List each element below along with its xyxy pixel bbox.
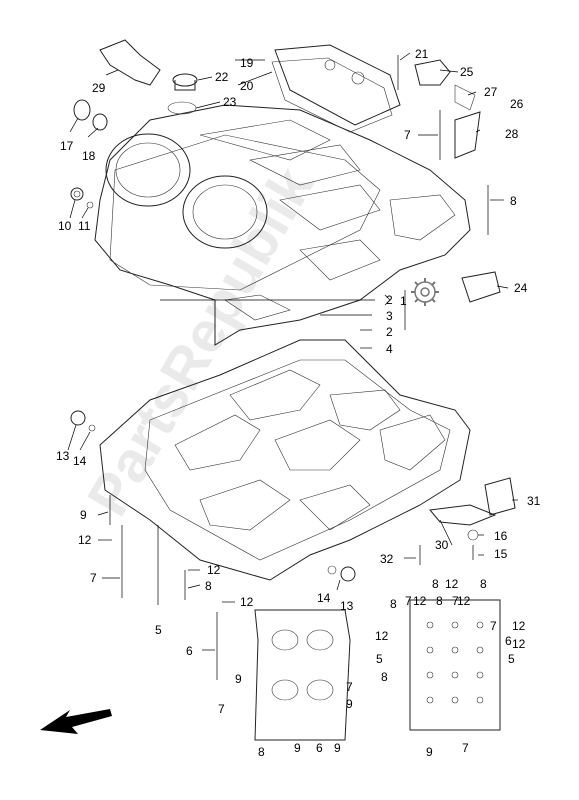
callout-31: 31 (527, 494, 541, 508)
callout-26: 26 (510, 97, 524, 111)
callout-9: 9 (80, 508, 87, 522)
callout-6: 6 (186, 644, 193, 658)
callout-13: 13 (56, 449, 70, 463)
callout-16: 16 (494, 529, 508, 543)
callout-5: 5 (508, 652, 515, 666)
callout-13: 13 (340, 599, 354, 613)
bracket-24 (461, 271, 501, 303)
gasket-27 (454, 84, 476, 111)
callout-2: 2 (386, 325, 393, 339)
washer-11 (86, 201, 94, 209)
callout-5: 5 (155, 623, 162, 637)
callout-12: 12 (207, 563, 221, 577)
callout-20: 20 (240, 79, 254, 93)
lower-crankcase (99, 339, 471, 581)
callout-9: 9 (346, 697, 353, 711)
callout-7: 7 (346, 680, 353, 694)
callout-3: 3 (386, 309, 393, 323)
callout-1: 1 (400, 294, 407, 308)
callout-12: 12 (445, 577, 459, 591)
callout-12: 12 (375, 629, 389, 643)
breather-cover-19 (274, 44, 401, 126)
callout-12: 12 (457, 594, 471, 608)
gear-icon (411, 278, 439, 306)
callout-2: 2 (386, 293, 393, 307)
callout-7: 7 (405, 594, 412, 608)
callout-30: 30 (435, 538, 449, 552)
plug-10 (70, 187, 84, 201)
callout-8: 8 (390, 597, 397, 611)
callout-6: 6 (505, 634, 512, 648)
callout-5: 5 (376, 652, 383, 666)
part-29 (99, 39, 161, 86)
washer-14-right (327, 565, 337, 575)
callout-8: 8 (258, 745, 265, 759)
callout-23: 23 (223, 95, 237, 109)
callout-4: 4 (386, 342, 393, 356)
callout-24: 24 (514, 281, 528, 295)
callout-27: 27 (484, 85, 498, 99)
bolt-pattern-diagram-right (409, 599, 501, 731)
callout-28: 28 (505, 127, 519, 141)
collar-16 (467, 529, 479, 541)
callout-10: 10 (58, 219, 72, 233)
upper-crankcase (94, 104, 471, 346)
callout-21: 21 (415, 47, 429, 61)
callout-8: 8 (205, 579, 212, 593)
callout-14: 14 (317, 591, 331, 605)
callout-8: 8 (436, 594, 443, 608)
callout-labels: 1 2 2 2 3 4 5 5 5 5 6 6 6 7 7 7 7 7 7 7 … (56, 47, 541, 759)
callout-7: 7 (490, 619, 497, 633)
callout-7: 7 (462, 741, 469, 755)
callout-11: 11 (78, 219, 91, 233)
callout-22: 22 (215, 70, 229, 84)
callout-18: 18 (82, 149, 96, 163)
callout-9: 9 (294, 741, 301, 755)
oil-filler-cap-22 (172, 73, 198, 91)
callout-9: 9 (334, 741, 341, 755)
callout-12: 12 (512, 637, 526, 651)
callout-14: 14 (73, 454, 87, 468)
bracket-28 (454, 111, 481, 159)
plug-13-right (340, 566, 356, 582)
callout-7: 7 (218, 702, 225, 716)
callout-6: 6 (316, 741, 323, 755)
callout-7: 7 (404, 128, 411, 142)
callout-19: 19 (240, 56, 254, 70)
callout-12: 12 (512, 619, 526, 633)
callout-12: 12 (78, 533, 92, 547)
callout-17: 17 (60, 139, 74, 153)
callout-29: 29 (92, 81, 106, 95)
callout-7: 7 (90, 571, 97, 585)
callout-8: 8 (432, 577, 439, 591)
callout-7: 7 (452, 594, 459, 608)
seal-18 (92, 113, 108, 131)
callout-9: 9 (426, 745, 433, 759)
leader-lines (67, 52, 518, 651)
washer-14-left (88, 424, 96, 432)
plug-13-left (70, 410, 86, 426)
seal-17 (73, 99, 91, 121)
callout-8: 8 (510, 194, 517, 208)
callout-15: 15 (494, 547, 508, 561)
callout-12: 12 (413, 594, 427, 608)
o-ring-23 (167, 101, 197, 115)
front-arrow-icon (40, 709, 112, 734)
stay-30 (429, 504, 497, 526)
callout-9: 9 (235, 672, 242, 686)
oil-level-plug-25 (414, 59, 451, 86)
callout-25: 25 (460, 65, 474, 79)
bolt-pattern-diagram-left (254, 609, 351, 741)
callout-32: 32 (380, 552, 394, 566)
callout-12: 12 (240, 595, 254, 609)
callout-8: 8 (381, 670, 388, 684)
bracket-31 (484, 477, 516, 516)
callout-8: 8 (480, 577, 487, 591)
breather-gasket-20 (271, 57, 393, 133)
